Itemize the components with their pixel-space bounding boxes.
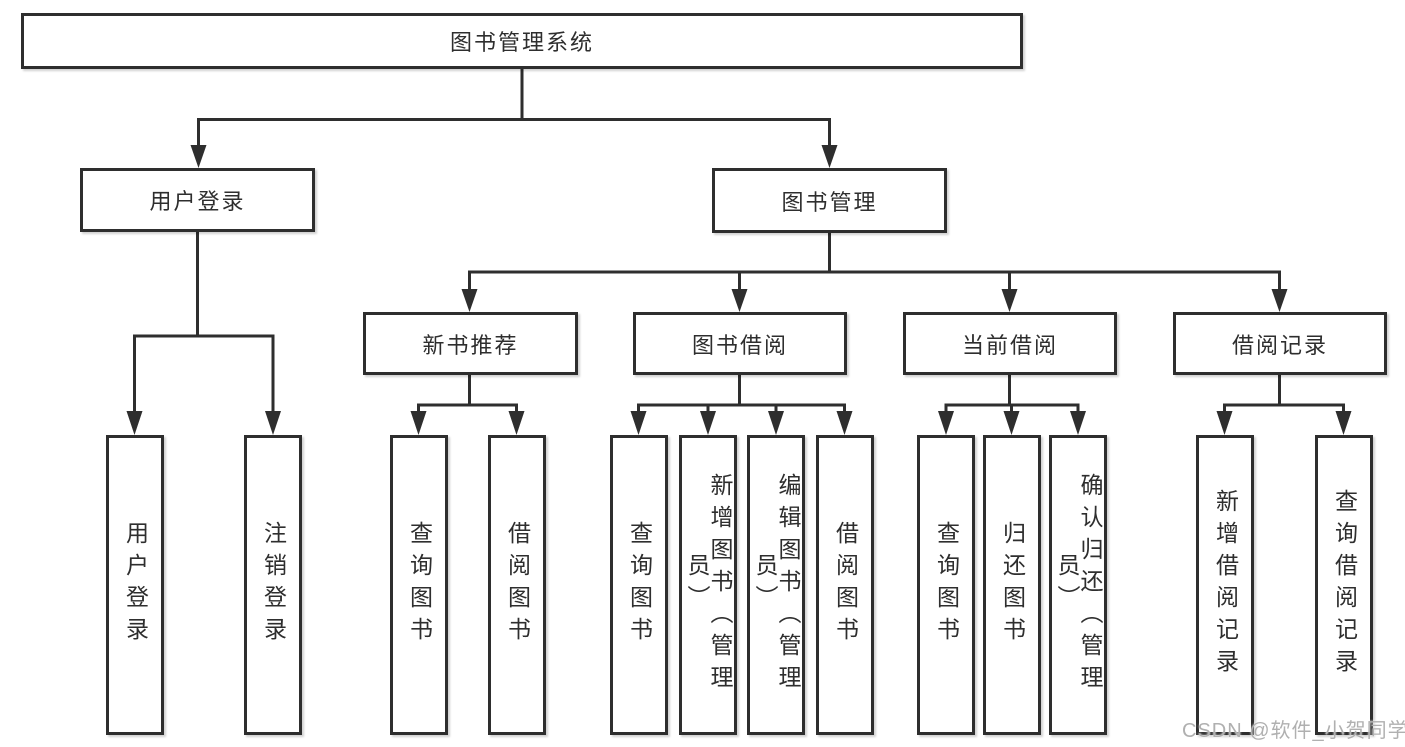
node-user-login: 用户登录 [80,168,315,232]
leaf-confirm-return-admin: 确认归还（管理员） [1049,435,1107,735]
leaf-query-books-borrow: 查询图书 [610,435,668,735]
node-borrowing-records: 借阅记录 [1173,312,1387,375]
leaf-edit-book-admin: 编辑图书（管理员） [747,435,805,735]
leaf-user-login: 用户登录 [106,435,164,735]
node-library-management-system: 图书管理系统 [21,13,1023,69]
leaf-add-book-admin: 新增图书（管理员） [679,435,737,735]
leaf-query-books-recommend: 查询图书 [390,435,448,735]
node-new-book-recommendation: 新书推荐 [363,312,578,375]
leaf-query-borrow-record: 查询借阅记录 [1315,435,1373,735]
leaf-borrow-books-recommend: 借阅图书 [488,435,546,735]
node-book-management: 图书管理 [712,168,947,233]
leaf-add-borrow-record: 新增借阅记录 [1196,435,1254,735]
leaf-query-books-current: 查询图书 [917,435,975,735]
node-book-borrowing: 图书借阅 [633,312,847,375]
node-current-borrowing: 当前借阅 [903,312,1117,375]
leaf-borrow-books-borrow: 借阅图书 [816,435,874,735]
csdn-watermark: CSDN @软件_小贺同学 [1182,720,1405,742]
leaf-return-books: 归还图书 [983,435,1041,735]
leaf-logout: 注销登录 [244,435,302,735]
